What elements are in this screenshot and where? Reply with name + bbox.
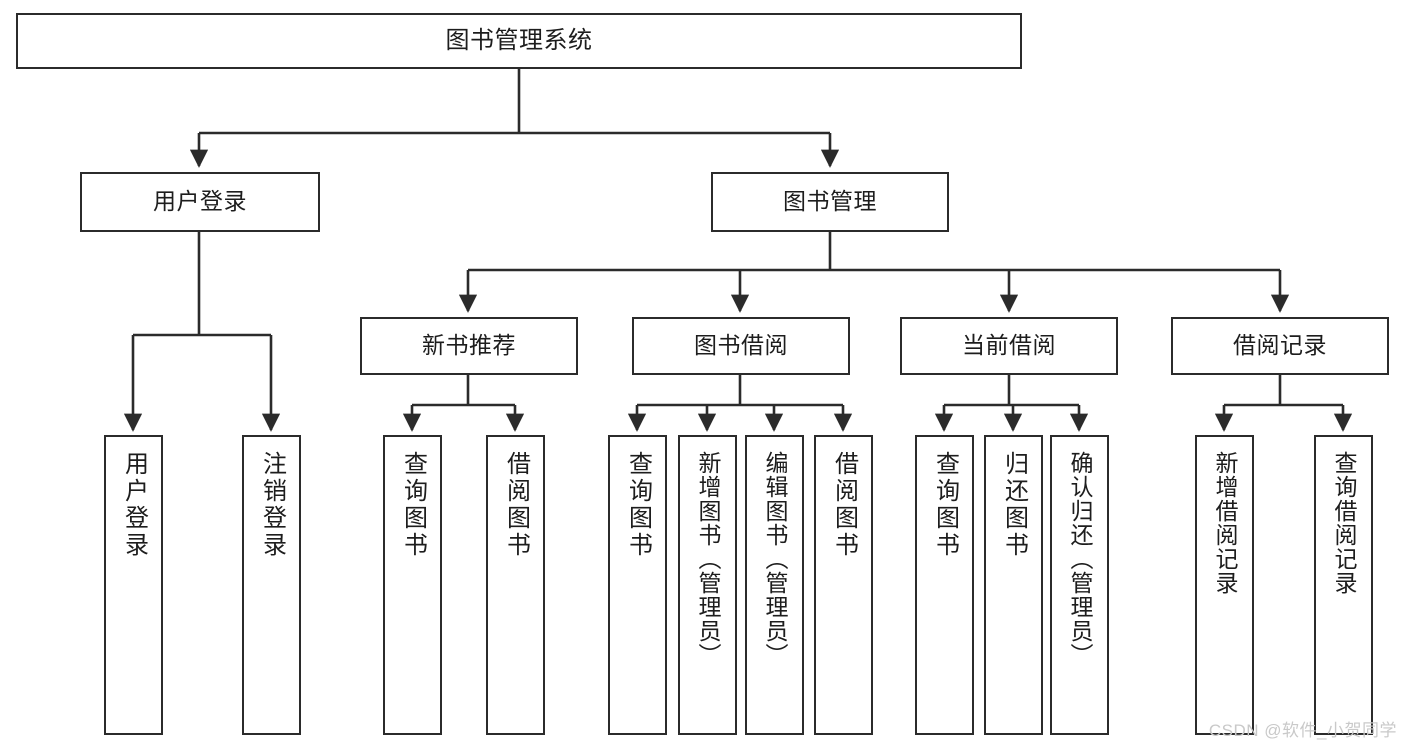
node-label: 新增图书（管理员） — [695, 451, 721, 667]
node-book-management[interactable]: 图书管理 — [711, 172, 949, 232]
leaf-query-book-current[interactable]: 查询图书 — [915, 435, 974, 735]
node-label: 查询图书 — [624, 451, 652, 559]
leaf-add-book-admin[interactable]: 新增图书（管理员） — [678, 435, 737, 735]
node-borrowing-record[interactable]: 借阅记录 — [1171, 317, 1389, 375]
leaf-confirm-return-admin[interactable]: 确认归还（管理员） — [1050, 435, 1109, 735]
node-label: 新增借阅记录 — [1212, 451, 1238, 595]
node-label: 用户登录 — [153, 188, 247, 215]
node-label: 用户登录 — [120, 451, 148, 559]
node-label: 当前借阅 — [962, 332, 1056, 359]
node-label: 图书借阅 — [694, 332, 788, 359]
node-label: 查询图书 — [931, 451, 959, 559]
leaf-query-book-recommend[interactable]: 查询图书 — [383, 435, 442, 735]
leaf-query-book-borrow[interactable]: 查询图书 — [608, 435, 667, 735]
node-label: 图书管理 — [783, 188, 877, 215]
node-label: 归还图书 — [1000, 451, 1028, 559]
node-label: 注销登录 — [258, 451, 286, 559]
node-label: 查询图书 — [399, 451, 427, 559]
leaf-user-login[interactable]: 用户登录 — [104, 435, 163, 735]
node-label: 查询借阅记录 — [1331, 451, 1357, 595]
node-label: 新书推荐 — [422, 332, 516, 359]
node-label: 借阅图书 — [830, 451, 858, 559]
csdn-watermark: CSDN @软件_小贺同学 — [1208, 721, 1397, 740]
leaf-return-book[interactable]: 归还图书 — [984, 435, 1043, 735]
node-root-book-management-system[interactable]: 图书管理系统 — [16, 13, 1022, 69]
node-user-login[interactable]: 用户登录 — [80, 172, 320, 232]
node-current-borrowing[interactable]: 当前借阅 — [900, 317, 1118, 375]
node-label: 借阅图书 — [502, 451, 530, 559]
node-label: 借阅记录 — [1233, 332, 1327, 359]
node-new-book-recommendation[interactable]: 新书推荐 — [360, 317, 578, 375]
node-label: 确认归还（管理员） — [1067, 451, 1093, 667]
node-book-borrowing[interactable]: 图书借阅 — [632, 317, 850, 375]
leaf-edit-book-admin[interactable]: 编辑图书（管理员） — [745, 435, 804, 735]
node-label: 编辑图书（管理员） — [762, 451, 788, 667]
leaf-query-borrow-record[interactable]: 查询借阅记录 — [1314, 435, 1373, 735]
leaf-logout[interactable]: 注销登录 — [242, 435, 301, 735]
leaf-borrow-book-recommend[interactable]: 借阅图书 — [486, 435, 545, 735]
leaf-add-borrow-record[interactable]: 新增借阅记录 — [1195, 435, 1254, 735]
leaf-borrow-book[interactable]: 借阅图书 — [814, 435, 873, 735]
node-label: 图书管理系统 — [445, 26, 593, 54]
